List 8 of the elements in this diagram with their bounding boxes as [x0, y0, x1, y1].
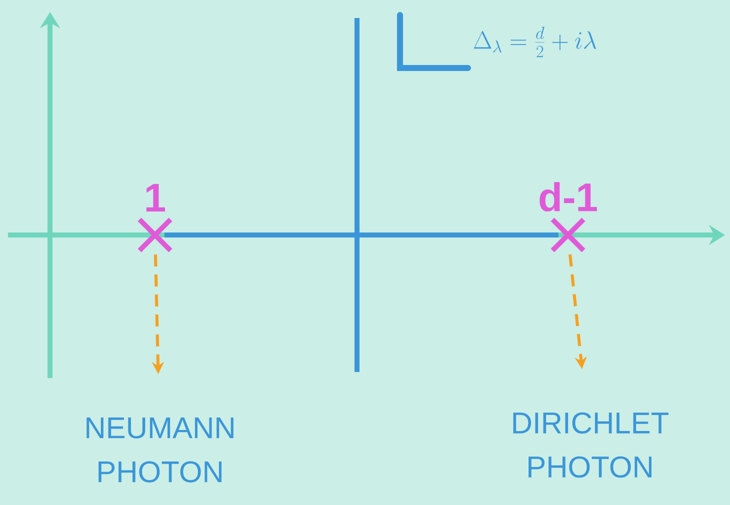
cross-mark — [137, 217, 173, 253]
cross-mark — [550, 217, 586, 253]
point-label: d-1 — [540, 182, 597, 212]
line-segment — [164, 232, 558, 238]
point-label: 1 — [146, 184, 165, 212]
photon-label: DIRICHLET PHOTON — [513, 412, 668, 478]
photon-label: NEUMANN PHOTON — [86, 418, 234, 482]
formula: $\Delta_\lambda = \frac{d}{2} + i\lambda$ — [474, 26, 596, 58]
